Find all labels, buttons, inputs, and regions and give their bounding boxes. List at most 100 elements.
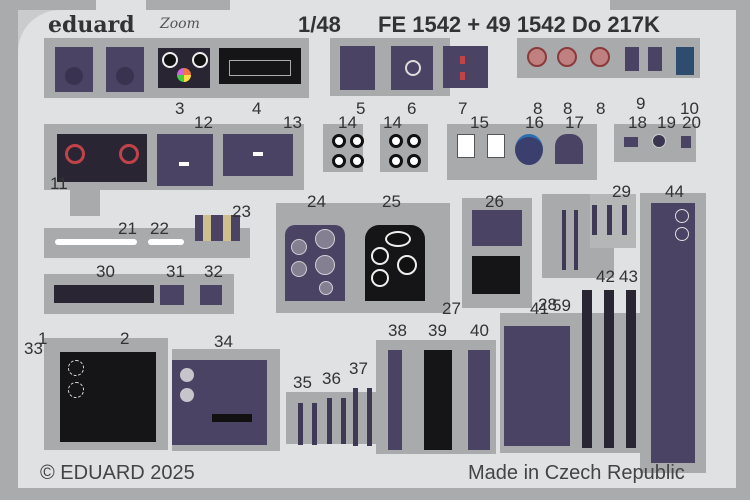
gauge-icon (68, 382, 84, 398)
part-number-label: 30 (96, 262, 115, 281)
part-3-panel (158, 48, 210, 88)
part-31 (160, 285, 184, 305)
part-41-side-panel (504, 326, 570, 446)
copyright-text: © EDUARD 2025 (40, 462, 195, 484)
part-number-label: 42 (596, 267, 615, 286)
part-36-rod (341, 398, 346, 444)
part-number-label: 13 (283, 113, 302, 132)
part-39-strip (424, 350, 452, 450)
part-5-panel (340, 46, 375, 90)
part-number-label: 37 (349, 359, 368, 378)
brass-strap (203, 215, 211, 241)
part-6-panel (391, 46, 433, 90)
part-number-label: 18 (628, 113, 647, 132)
part-23-straps (195, 215, 240, 241)
part-number-label: 9 (636, 94, 646, 113)
part-29-lever (622, 205, 627, 235)
part-28-rod (574, 210, 578, 270)
gauge-icon (675, 209, 689, 223)
red-switch-icon (460, 56, 465, 64)
part-29-lever (607, 205, 612, 235)
part-13-panel (223, 134, 293, 176)
part-22-strip (148, 239, 184, 245)
part-number-label: 25 (382, 192, 401, 211)
part-27-box (472, 256, 520, 294)
red-switch-icon (460, 72, 465, 80)
part-35-rod (298, 403, 303, 445)
part-9-panel (625, 47, 639, 71)
part-18 (624, 137, 638, 147)
part-number-label: 8 (533, 99, 543, 118)
part-number-label: 29 (612, 182, 631, 201)
part-number-label: 1 (38, 329, 48, 348)
gauge-icon (315, 255, 335, 275)
gauge-icon (162, 52, 178, 68)
part-4-placard (219, 48, 301, 84)
part-number-label: 33 (24, 339, 43, 358)
part-number-label: 26 (485, 192, 504, 211)
part-number-label: 24 (307, 192, 326, 211)
part-number-label: 44 (665, 182, 684, 201)
part-number-label: 28 (538, 295, 557, 314)
part-8-disc (527, 47, 547, 67)
part-number-label: 4 (252, 99, 262, 118)
part-number-label: 6 (407, 99, 417, 118)
part-34-switch-panel (172, 360, 267, 445)
part-36-rod (327, 398, 332, 444)
part-1-panel (55, 47, 93, 92)
part-37-rod (353, 388, 358, 446)
gauge-icon (68, 360, 84, 376)
gauge-icon (675, 227, 689, 241)
sprue-gap (230, 0, 610, 10)
part-number-label: 40 (470, 321, 489, 340)
gauge-icon (65, 67, 83, 85)
part-number-label: 5 (356, 99, 366, 118)
scale-label: 1/48 (298, 12, 341, 37)
part-32 (200, 285, 222, 305)
part-number-label: 27 (442, 299, 461, 318)
part-15-placard (457, 134, 475, 158)
part-number-label: 8 (596, 99, 606, 118)
brass-strap (223, 215, 231, 241)
part-number-label: 21 (118, 219, 137, 238)
part-number-label: 19 (657, 113, 676, 132)
frame-part-29 (590, 194, 636, 248)
part-26-switch-box (472, 210, 522, 246)
zoom-logo: Zoom (160, 16, 200, 32)
part-number-label: 34 (214, 332, 233, 351)
part-43-strip (626, 290, 636, 448)
round-button (180, 388, 194, 402)
part-10-panel (676, 47, 694, 75)
gauge-icon (116, 67, 134, 85)
part-29-lever (592, 205, 597, 235)
lamp-icon (350, 154, 364, 168)
gauge-icon (192, 52, 208, 68)
part-2-panel (106, 47, 144, 92)
part-number-label: 22 (150, 219, 169, 238)
part-37-rod (367, 388, 372, 446)
part-9-panel (648, 47, 662, 71)
gauge-icon (291, 239, 307, 255)
part-12-panel (157, 134, 213, 186)
red-dial-icon (119, 144, 139, 164)
part-number-label: 12 (194, 113, 213, 132)
lamp-icon (350, 134, 364, 148)
sprue-gap (96, 0, 146, 10)
part-19-gauge-icon (652, 134, 666, 148)
gauge-icon (315, 229, 335, 249)
lamp-icon (389, 154, 403, 168)
gauge-icon (291, 261, 307, 277)
gauge-icon (385, 231, 411, 247)
frame-part-11-tab (70, 180, 100, 216)
part-30-switch-strip (54, 285, 154, 303)
part-21-strip (55, 239, 137, 245)
part-28-rod (562, 210, 566, 270)
origin-text: Made in Czech Republic (468, 462, 685, 484)
gauge-icon (371, 269, 389, 287)
gauge-icon (319, 281, 333, 295)
part-38-strip (388, 350, 402, 450)
part-number-label: 35 (293, 373, 312, 392)
part-number-label: 14 (383, 113, 402, 132)
part-40-strip (468, 350, 490, 450)
part-number-label: 10 (680, 99, 699, 118)
